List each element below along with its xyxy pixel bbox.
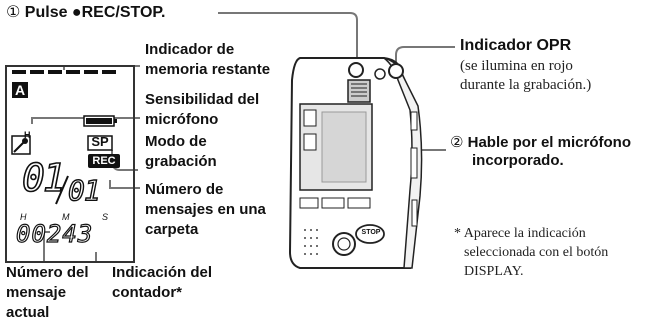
mic-label-line1: Sensibilidad del (145, 91, 260, 108)
memory-bar-segments (12, 70, 116, 74)
opr-title: Indicador OPR (460, 37, 572, 54)
mode-label-line1: Modo de (145, 133, 207, 150)
lcd-counter: 00243 (15, 219, 94, 248)
opr-indicator (388, 63, 404, 79)
counter-label-line1: Indicación del (112, 264, 213, 281)
mic-label-line2: micrófono (145, 111, 219, 128)
lcd-rec: REC (92, 155, 116, 167)
opr-leader (395, 46, 455, 66)
mode-label-line2: grabación (145, 153, 217, 170)
msgcount-label-line2: mensajes en una (145, 201, 266, 218)
lcd-frame (5, 65, 135, 263)
step2-number: ② (450, 133, 464, 151)
stop-button (355, 224, 385, 244)
lcd-mode: SP (91, 134, 109, 149)
opr-desc-line1: (se ilumina en rojo (460, 58, 573, 74)
lcd-unit-minute: M (62, 212, 70, 222)
step1-number: ① (6, 2, 21, 21)
lcd-message-count: 01 (67, 174, 101, 207)
memory-label-line2: memoria restante (145, 61, 271, 78)
step1-leader (218, 12, 358, 66)
footnote-line3: DISPLAY. (464, 264, 524, 279)
lcd-folder-letter: A (14, 82, 26, 98)
step2-label: ② Hable por el micrófono (450, 133, 631, 152)
footnote-line1: * Aparece la indicación (454, 226, 586, 241)
lcd-unit-second: S (102, 212, 109, 222)
rec-stop-button (348, 62, 364, 78)
msgcount-label-line3: carpeta (145, 221, 199, 238)
lcd-mic-level: H (24, 130, 31, 140)
opr-desc-line2: durante la grabación.) (460, 77, 592, 93)
current-label-line3: actual (6, 304, 50, 321)
memory-label-line1: Indicador de (145, 41, 235, 58)
step2-line1: Hable por el micrófono (467, 134, 631, 151)
msgcount-leader (109, 180, 140, 189)
step1-label: ① Pulse ●REC/STOP. (6, 3, 165, 22)
current-label-line2: mensaje (6, 284, 67, 301)
stop-button-label: STOP (361, 229, 381, 236)
footnote-line2: seleccionada con el botón (464, 245, 609, 260)
step2-line2: incorporado. (472, 152, 564, 169)
lcd-display (5, 65, 135, 263)
current-label-line1: Número del (6, 264, 89, 281)
current-leader (43, 231, 50, 262)
counter-label-line2: contador* (112, 284, 183, 301)
step1-text: Pulse ●REC/STOP. (24, 4, 166, 21)
lcd-current-message: 01 (21, 156, 66, 200)
builtin-mic (347, 79, 371, 103)
lcd-unit-hour: H (20, 212, 27, 222)
recorder-device (288, 57, 423, 269)
speaker-grille (304, 229, 318, 255)
msgcount-label-line1: Número de (145, 181, 224, 198)
